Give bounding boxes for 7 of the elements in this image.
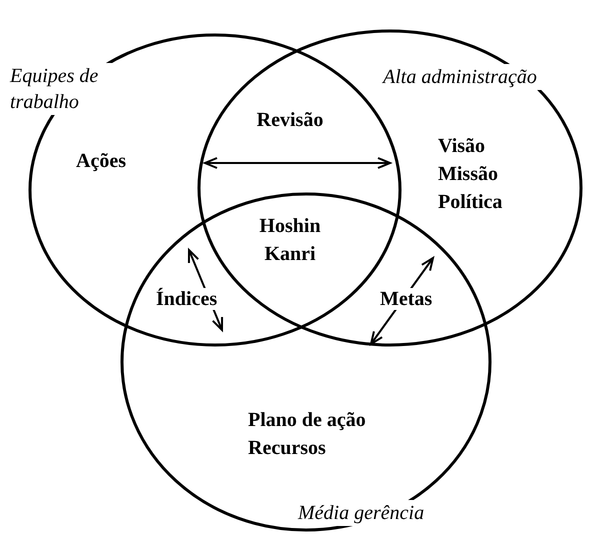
- region-label: Metas: [380, 288, 432, 310]
- region-label: Hoshin Kanri: [258, 214, 322, 267]
- circle-text: Ações: [76, 149, 127, 174]
- circle-text: Visão Missão Política: [438, 134, 504, 215]
- region-label: Revisão: [256, 108, 324, 133]
- region-label: Índices: [156, 288, 218, 310]
- circle-text: Plano de ação Recursos: [248, 408, 367, 461]
